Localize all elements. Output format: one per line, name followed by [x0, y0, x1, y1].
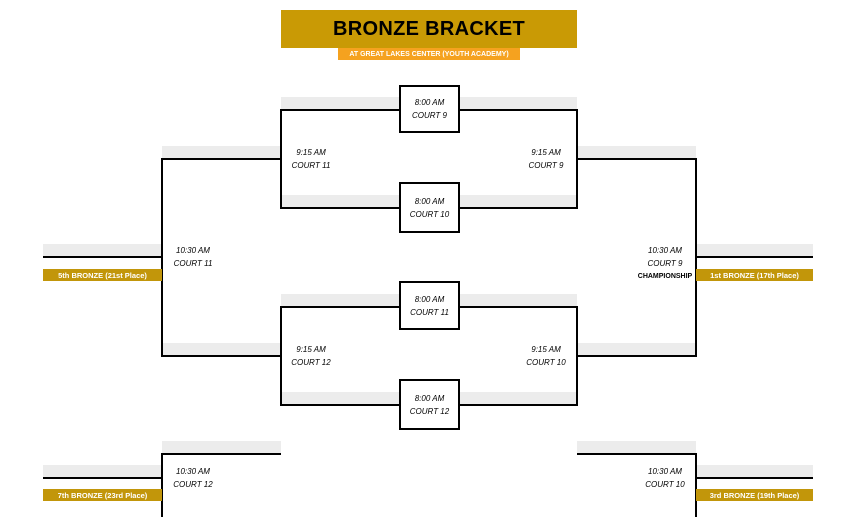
slot-bar	[577, 343, 696, 355]
bracket-line	[162, 355, 281, 357]
game-box-court-9: 8:00 AM COURT 9	[399, 85, 460, 133]
game-time: 10:30 AM	[648, 467, 682, 476]
game-court: COURT 11	[410, 307, 449, 317]
bracket-line	[161, 158, 163, 357]
slot-bar	[162, 146, 281, 158]
bracket-line	[161, 453, 163, 517]
game-court: COURT 11	[173, 259, 213, 268]
venue-subtitle: AT GREAT LAKES CENTER (YOUTH ACADEMY)	[338, 48, 520, 60]
bracket-line	[577, 355, 696, 357]
slot-bar	[43, 244, 162, 256]
slot-bar	[577, 146, 696, 158]
semifinal-right-top: 9:15 AM COURT 9	[511, 146, 581, 172]
championship-label: CHAMPIONSHIP	[637, 273, 693, 280]
game-time: 8:00 AM	[414, 294, 445, 304]
game-time: 9:15 AM	[531, 148, 561, 157]
consolation-right: 10:30 AM COURT 10	[630, 465, 700, 491]
final-right: 10:30 AM COURT 9 CHAMPIONSHIP	[630, 244, 700, 283]
slot-bar	[696, 465, 813, 477]
semifinal-left-top: 9:15 AM COURT 11	[276, 146, 346, 172]
bracket-line	[43, 256, 162, 258]
semifinal-left-bottom: 9:15 AM COURT 12	[276, 343, 346, 369]
slot-bar	[43, 465, 162, 477]
game-box-court-12: 8:00 AM COURT 12	[399, 379, 460, 430]
consolation-left: 10:30 AM COURT 12	[158, 465, 228, 491]
slot-bar	[162, 441, 281, 453]
game-court: COURT 10	[409, 209, 450, 219]
game-court: COURT 9	[647, 259, 683, 268]
game-court: COURT 12	[173, 480, 213, 489]
slot-bar	[162, 343, 281, 355]
game-time: 8:00 AM	[414, 196, 445, 206]
game-court: COURT 11	[291, 161, 331, 170]
game-court: COURT 12	[409, 406, 450, 416]
bracket-line	[695, 453, 697, 517]
semifinal-right-bottom: 9:15 AM COURT 10	[511, 343, 581, 369]
place-7th-label: 7th BRONZE (23rd Place)	[43, 489, 162, 501]
bracket-line	[162, 158, 281, 160]
game-court: COURT 10	[526, 358, 566, 367]
game-court: COURT 9	[528, 161, 564, 170]
game-box-court-11: 8:00 AM COURT 11	[399, 281, 460, 330]
game-court: COURT 9	[412, 111, 447, 120]
game-time: 9:15 AM	[296, 345, 326, 354]
bracket-line	[577, 453, 696, 455]
place-3rd-label: 3rd BRONZE (19th Place)	[696, 489, 813, 501]
bracket-line	[696, 477, 813, 479]
bracket-line	[280, 306, 282, 406]
game-time: 8:00 AM	[414, 98, 445, 107]
bracket-line	[577, 158, 696, 160]
game-time: 8:00 AM	[414, 393, 445, 403]
game-time: 10:30 AM	[648, 246, 682, 255]
game-time: 9:15 AM	[296, 148, 326, 157]
bracket-line	[162, 453, 281, 455]
bracket-line	[696, 256, 813, 258]
slot-bar	[696, 244, 813, 256]
final-left: 10:30 AM COURT 11	[158, 244, 228, 270]
game-time: 10:30 AM	[176, 467, 210, 476]
game-court: COURT 10	[645, 480, 685, 489]
bracket-line	[43, 477, 162, 479]
bracket-line	[280, 109, 282, 209]
slot-bar	[577, 441, 696, 453]
place-1st-label: 1st BRONZE (17th Place)	[696, 269, 813, 281]
game-time: 10:30 AM	[176, 246, 210, 255]
game-box-court-10: 8:00 AM COURT 10	[399, 182, 460, 233]
bracket-title: BRONZE BRACKET	[281, 10, 577, 48]
game-time: 9:15 AM	[531, 345, 561, 354]
game-court: COURT 12	[291, 358, 331, 367]
place-5th-label: 5th BRONZE (21st Place)	[43, 269, 162, 281]
